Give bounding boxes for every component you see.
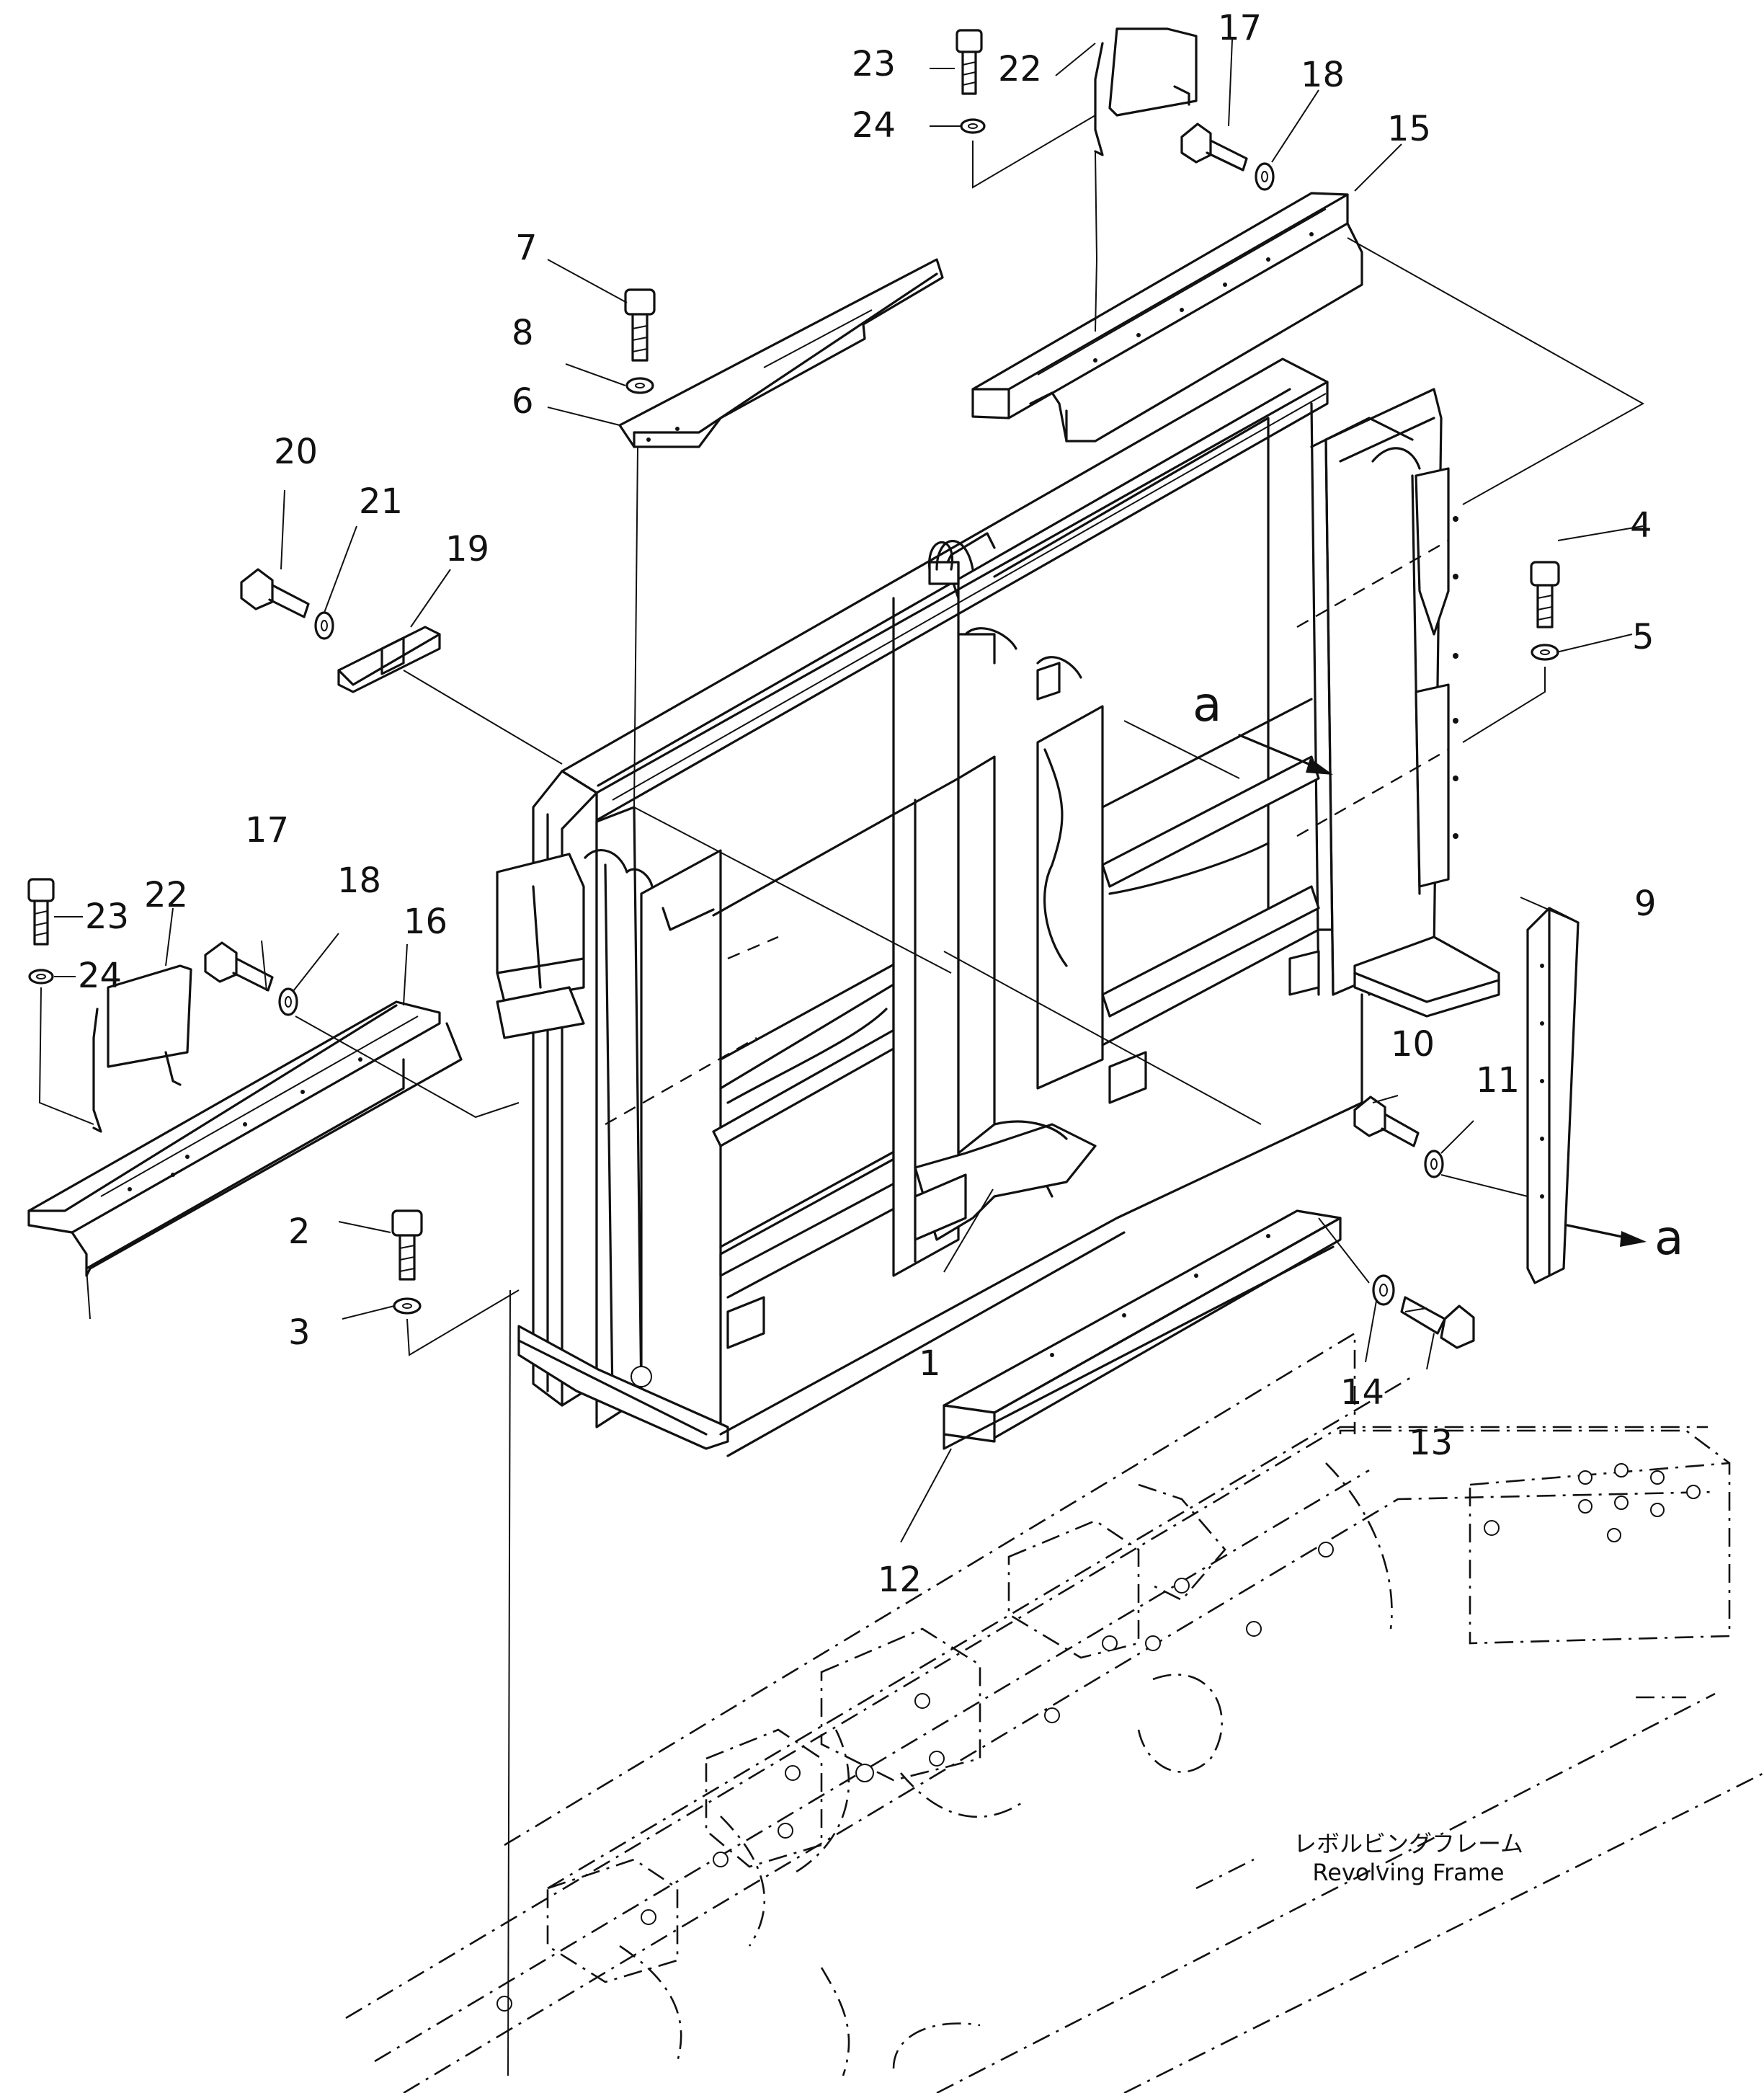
part-number-10: 10 <box>1391 1024 1435 1065</box>
part-1-main-frame <box>496 357 1500 1457</box>
part-number-15: 15 <box>1387 109 1432 149</box>
revolving-frame-label: レボルビングフレーム Revolving Frame <box>1293 1829 1523 1887</box>
part-number-16: 16 <box>404 902 448 942</box>
assembly-lines <box>38 39 1647 2076</box>
part-9-angle-strip <box>1526 907 1580 1284</box>
part-number-13: 13 <box>1409 1423 1453 1463</box>
part-number-24-top: 24 <box>852 105 896 146</box>
part-number-6: 6 <box>512 381 534 422</box>
part-number-20: 20 <box>274 432 318 472</box>
part-number-18-top: 18 <box>1301 55 1345 95</box>
part-number-5: 5 <box>1632 617 1654 657</box>
reference-letter-a-frame: a <box>1193 677 1222 732</box>
part-6-plate <box>618 258 944 448</box>
part-number-3: 3 <box>288 1312 311 1353</box>
revolving-frame-label-japanese: レボルビングフレーム <box>1293 1830 1524 1857</box>
part-number-8: 8 <box>512 313 534 353</box>
part-number-1: 1 <box>919 1343 941 1384</box>
part-15-rail <box>971 192 1363 443</box>
revolving-frame-bolt-holes <box>496 1463 1701 2012</box>
part-number-11: 11 <box>1476 1060 1520 1101</box>
part-12-angle <box>943 1209 1342 1450</box>
part-number-23-top: 23 <box>852 44 896 84</box>
part-number-2: 2 <box>288 1212 311 1252</box>
part-16-rail <box>27 1000 463 1277</box>
part-number-19: 19 <box>445 529 490 569</box>
revolving-frame-outline <box>345 1331 1764 2093</box>
part-number-9: 9 <box>1634 884 1657 924</box>
part-number-14: 14 <box>1340 1372 1385 1413</box>
part-number-21: 21 <box>359 481 404 522</box>
part-22-cover-left <box>92 964 192 1133</box>
reference-letter-a-strip: a <box>1654 1210 1684 1266</box>
part-19-bracket <box>337 626 441 693</box>
part-number-17-left: 17 <box>245 810 290 850</box>
part-number-12: 12 <box>878 1560 922 1600</box>
part-number-24-left: 24 <box>78 956 122 996</box>
part-number-22-left: 22 <box>144 875 189 915</box>
part-number-18-left: 18 <box>337 861 382 901</box>
part-number-7: 7 <box>515 228 538 268</box>
part-number-22-top: 22 <box>998 49 1043 89</box>
part-number-17-top: 17 <box>1218 8 1262 48</box>
part-number-23-left: 23 <box>85 897 130 937</box>
fasteners <box>27 29 1560 1349</box>
revolving-frame-label-english: Revolving Frame <box>1312 1859 1505 1886</box>
part-number-4: 4 <box>1630 505 1652 546</box>
part-22-cover-top <box>1094 27 1198 156</box>
